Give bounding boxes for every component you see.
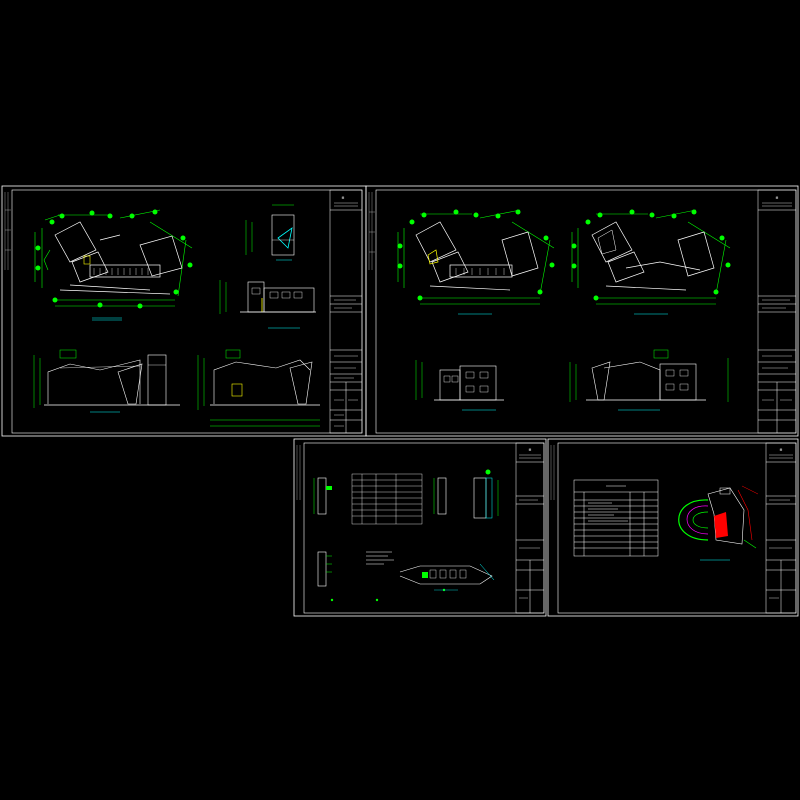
sheet-4-title-mark: ⊞ [780,447,783,452]
sheet-4-title-block [765,442,797,614]
sheet-3-schedule-notes [366,551,394,565]
sheet-2-plan-left [397,209,555,315]
sheet-3-binding-strip [296,445,301,500]
plan-main-dimension-lines [34,209,193,307]
sheet-2: ⊞ [365,185,799,437]
sheet-4-outer-frame [547,438,799,617]
plan-main-walls [54,221,183,295]
sheet-3-outer-frame [293,438,547,617]
sheet-1-main-plan [34,209,193,321]
sheet-3-title-mark: ⊞ [529,447,532,452]
sheet-2-binding-strip [368,192,375,270]
sheet-1-title-text-lines [334,202,358,427]
sheet-2-elevation-left [415,360,504,411]
sheet-1-elevation-long [33,349,180,413]
sheet-2-title-text-lines [762,202,792,401]
sheet-1: ⊞ [1,185,367,437]
sheet-4-title-text-lines [769,454,793,599]
sheet-3-title-block [515,442,545,614]
sheet-2-elevation-right [569,349,729,411]
sheet-3-schedule-table [351,473,423,525]
sheet-3-roof-plan [399,563,495,591]
sheet-2-title-mark: ⊞ [776,195,779,200]
sheet-3-inner-frame [303,442,545,614]
sheet-1-section [197,349,320,427]
plan-main-grid-bubbles [35,209,193,309]
sheet-4: ⊞ [547,438,799,617]
sheet-2-plan-right [571,209,731,315]
sheet-1-outer-frame [1,185,367,437]
sheet-1-binding-strip [4,192,11,270]
sheet-2-outer-frame [365,185,799,437]
sheet-1-elevation-small [219,280,316,329]
sheet-4-drawing-index-table [573,479,659,557]
sheet-2-title-block [757,189,797,434]
plan-main-window-hatch [93,268,149,275]
plan-main-stair-highlight [83,255,91,265]
sheet-1-title-block [329,189,363,434]
plan-main-annotations [92,317,122,321]
sheet-3-title-text-lines [519,454,541,599]
sheet-4-inner-frame [557,442,797,614]
sheet-2-inner-frame [375,189,797,434]
sheet-4-site-plan [678,485,759,561]
sheet-3-details [313,469,499,602]
sheet-1-title-mark: ⊞ [342,195,345,200]
sheet-1-inner-frame [11,189,363,434]
sheet-4-binding-strip [550,445,555,500]
sheet-3: ⊞ [293,438,547,617]
sheet-4-table-text-lines [588,485,628,522]
sheet-1-detail-small [245,204,295,261]
